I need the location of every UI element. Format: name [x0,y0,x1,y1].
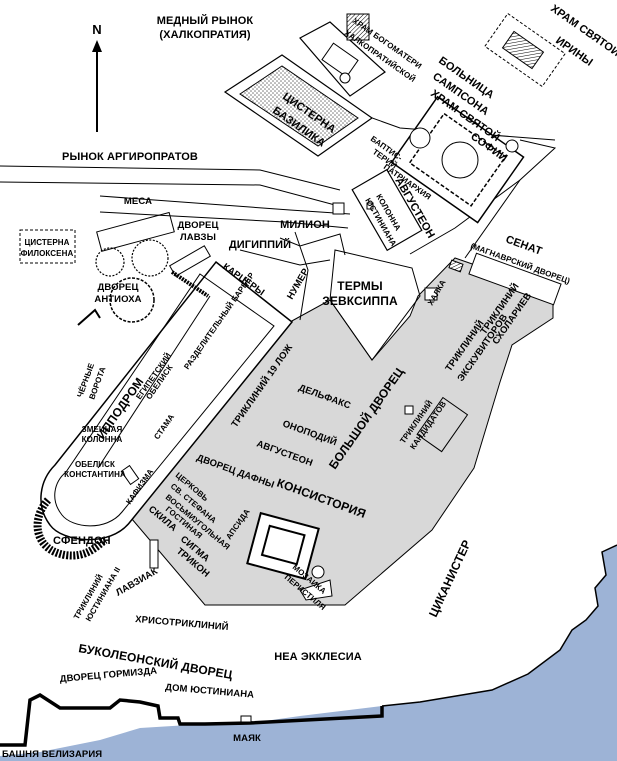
label-obelisk-konst-2: КОНСТАНТИНА [64,470,126,479]
mayak-marker [240,715,252,723]
sea-wall-west [0,692,384,747]
avgusteon-square [351,168,423,252]
label-dvorec-antioha-2: АНТИОХА [94,294,141,305]
senat-building [448,252,562,306]
label-numer: НУМЕР [285,266,312,301]
label-dvorec-lavzy-2: ЛАВЗЫ [180,232,216,243]
label-mayak: МАЯК [233,733,261,744]
label-bashnya: БАШНЯ ВЕЛИЗАРИЯ [2,749,102,760]
label-mesa: МЕСА [124,196,152,207]
lavziak-building [149,539,159,569]
label-cisterna-filoks-2: ФИЛОКСЕНА [21,249,74,258]
label-dvorec-antioha-1: ДВОРЕЦ [98,282,139,293]
label-sfendon: СФЕНДОН [53,535,111,547]
label-medny-rynok-2: (ХАЛКОПРАТИЯ) [159,29,250,41]
peristyle-building [246,511,333,601]
label-cikanister: ЦИКАНИСТЕР [426,538,474,619]
label-dom-yustiniana: ДОМ ЮСТИНИАНА [165,682,255,701]
label-hrisotriklinij: ХРИСОТРИКЛИНИЙ [135,613,229,633]
halka-marker [424,287,438,301]
label-termy-1: ТЕРМЫ [337,279,382,293]
label-zmeinaya-2: КОЛОННА [82,435,123,444]
label-milion: МИЛИОН [280,219,330,231]
cisterna-filoksena [19,229,76,264]
sea-area [0,545,617,761]
label-obelisk-konst-1: ОБЕЛИСК [75,460,115,469]
north-label: N [92,22,102,37]
label-medny-rynok-1: МЕДНЫЙ РЫНОК [157,14,254,27]
kolonna-yust-marker [366,202,374,210]
north-arrow-icon [92,40,102,132]
hagia-sophia-building [390,95,525,224]
label-zmeinaya-1: ЗМЕИНАЯ [82,425,123,434]
sea-wall [381,544,617,707]
label-dvorec-hormizda: ДВОРЕЦ ГОРМИЗДА [59,666,157,685]
kandidatov-complex [404,396,469,453]
khram-irini-building [484,12,566,88]
label-termy-2: ЗЕВКСИППА [322,294,398,308]
label-rynok-argiropratov: РЫНОК АРГИРОПРАТОВ [62,151,198,163]
milion-marker [332,202,345,215]
hippodrome [33,260,294,560]
label-nea-eklesia: НЕА ЭККЛЕСИА [274,651,362,663]
khram-bogomateri-building [299,13,386,97]
label-dvorec-lavzy-1: ДВОРЕЦ [178,220,219,231]
cisterna-bazilika [223,54,374,157]
label-cisterna-filoks-1: ЦИСТЕРНА [24,238,69,247]
label-digippij: ДИГИППИЙ [229,238,291,251]
